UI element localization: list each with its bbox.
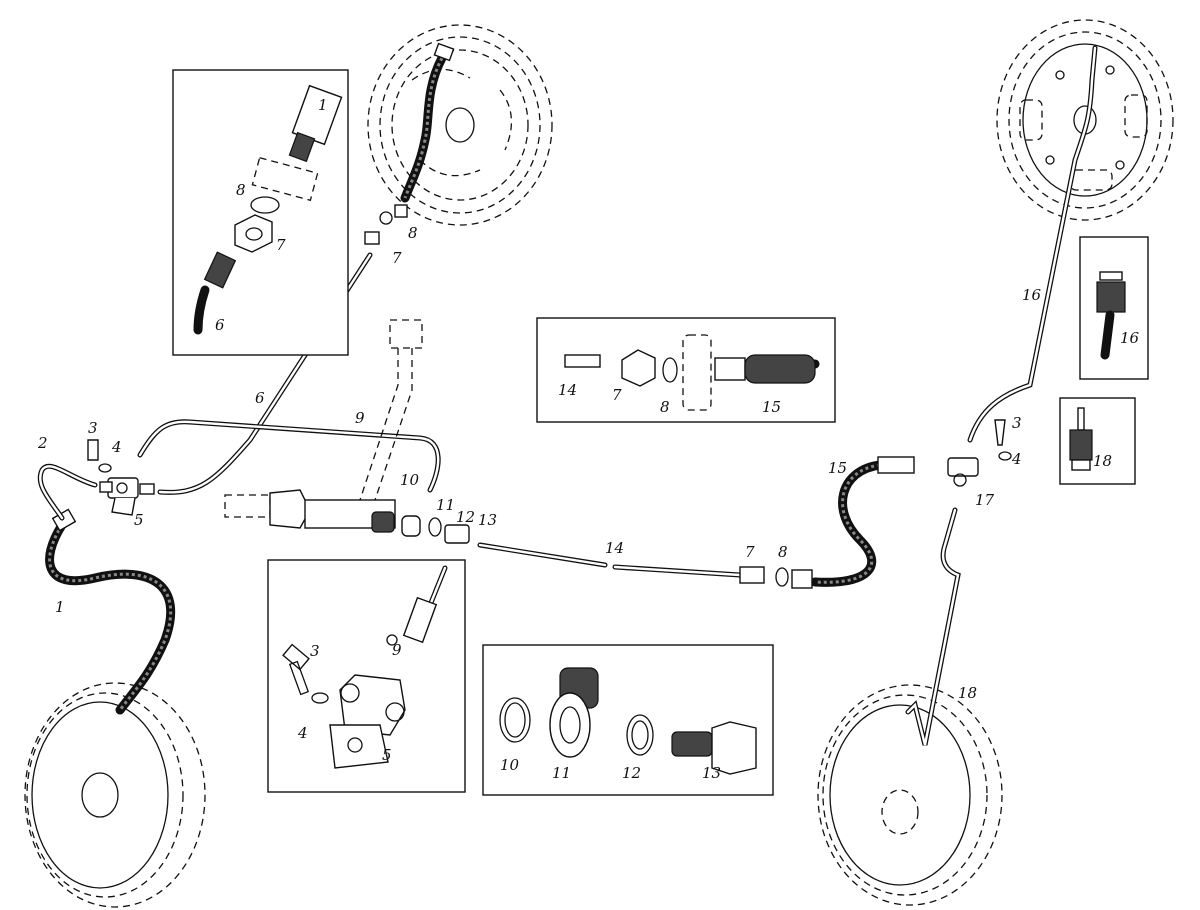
- svg-text:5: 5: [382, 746, 392, 764]
- front-right-brake-backplate: [367, 24, 553, 226]
- inset-b-hose-connection: 14 7 8 15: [536, 317, 836, 423]
- svg-text:12: 12: [622, 764, 641, 782]
- label-16: 16: [1022, 286, 1042, 304]
- label-1-front: 1: [55, 598, 65, 616]
- fittings: [87, 204, 1012, 589]
- label-12: 12: [456, 508, 475, 526]
- label-8-mid: 8: [778, 543, 788, 561]
- front-right-hose: [400, 42, 455, 203]
- svg-text:1: 1: [318, 96, 328, 114]
- svg-text:16: 16: [1120, 329, 1140, 347]
- svg-text:14: 14: [558, 381, 577, 399]
- svg-text:3: 3: [310, 642, 320, 660]
- label-4-left: 4: [111, 438, 122, 456]
- master-cylinder: [224, 319, 423, 533]
- label-5: 5: [134, 511, 144, 529]
- inset-e-bleed-union: 16: [1079, 236, 1149, 380]
- svg-text:6: 6: [215, 316, 225, 334]
- svg-text:18: 18: [1093, 452, 1112, 470]
- label-4-right: 4: [1011, 450, 1022, 468]
- pipe-6: [157, 252, 373, 495]
- svg-text:7: 7: [276, 236, 286, 254]
- label-13: 13: [478, 511, 497, 529]
- label-2: 2: [37, 434, 48, 452]
- svg-text:8: 8: [236, 181, 246, 199]
- inset-f-bleed-union: 18: [1059, 397, 1136, 485]
- pipe-18: [905, 507, 961, 746]
- pipe-16: [967, 45, 1098, 443]
- svg-text:11: 11: [552, 764, 571, 782]
- pipe-2: [37, 463, 98, 521]
- label-15: 15: [828, 459, 847, 477]
- label-9: 9: [355, 409, 365, 427]
- tee-fitting-17: [947, 457, 979, 487]
- label-18: 18: [958, 684, 977, 702]
- label-3-left: 3: [88, 419, 98, 437]
- label-10: 10: [400, 471, 420, 489]
- rear-left-wheel-drum: [817, 684, 1003, 906]
- label-6: 6: [255, 389, 265, 407]
- svg-text:10: 10: [500, 756, 520, 774]
- pipe-14: [477, 542, 743, 578]
- rear-hose: [810, 456, 915, 587]
- inset-a-wheel-cylinder-union: 1 8 7 6: [172, 69, 349, 356]
- svg-text:8: 8: [660, 398, 670, 416]
- pipe-9: [137, 419, 441, 493]
- svg-text:15: 15: [762, 398, 781, 416]
- inset-c-tee-assembly: 9 3 4 5: [267, 559, 466, 793]
- svg-text:9: 9: [392, 641, 402, 659]
- label-11: 11: [436, 496, 455, 514]
- svg-text:7: 7: [612, 386, 622, 404]
- label-7-mid: 7: [745, 543, 755, 561]
- label-17: 17: [975, 491, 995, 509]
- front-left-wheel-drum: [24, 682, 206, 908]
- inset-d-banjo-union: 10 11 12 13: [482, 644, 774, 796]
- callout-labels: 1 2 3 4 5 6 7 8 9 10 11 12 13 14 7 8 15 …: [37, 224, 1042, 702]
- label-8-top: 8: [408, 224, 418, 242]
- label-3-right: 3: [1012, 414, 1022, 432]
- svg-text:13: 13: [702, 764, 721, 782]
- label-14: 14: [605, 539, 624, 557]
- front-left-hose: [45, 508, 175, 715]
- label-7-top: 7: [392, 249, 402, 267]
- svg-text:4: 4: [297, 724, 308, 742]
